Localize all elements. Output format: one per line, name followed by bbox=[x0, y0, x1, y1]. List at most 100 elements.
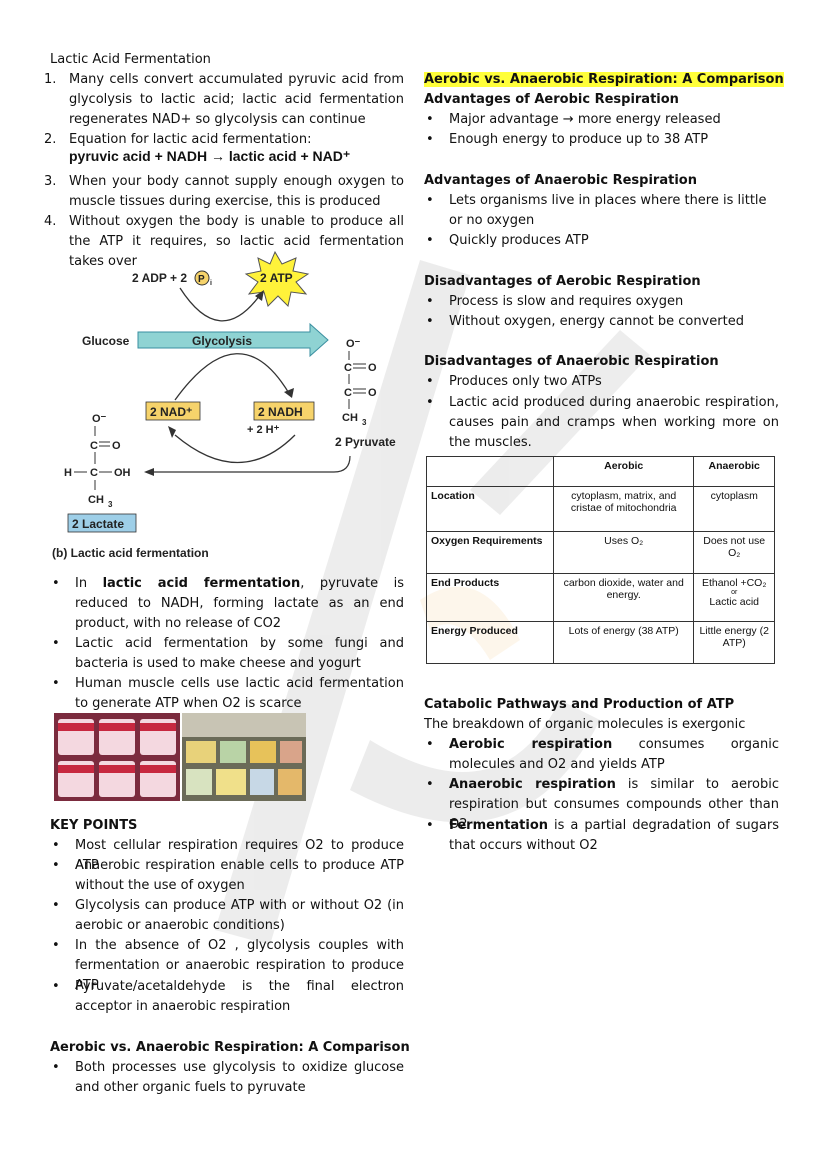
lactate-box bbox=[67, 513, 137, 533]
table-cell-label: Energy Produced bbox=[426, 621, 554, 664]
bullet-icon: • bbox=[52, 858, 60, 873]
lactate-o-minus: O⁻ bbox=[92, 413, 107, 425]
list-item: Lets organisms live in places where ther… bbox=[449, 193, 767, 228]
nadh-box bbox=[253, 401, 315, 421]
table-row: End Products carbon dioxide, water and e… bbox=[426, 573, 775, 622]
bullet-icon: • bbox=[426, 374, 434, 389]
table-cell: Lots of energy (38 ATP) bbox=[552, 621, 695, 664]
comparison-table: Aerobic Anaerobic Location cytoplasm, ma… bbox=[426, 456, 775, 664]
pyruvate-ch3: CH bbox=[342, 412, 358, 424]
bullet-icon: • bbox=[426, 818, 434, 833]
key-point: Glycolysis can produce ATP with or witho… bbox=[75, 898, 404, 933]
catabolic-title: Catabolic Pathways and Production of ATP bbox=[424, 697, 735, 712]
list-number: 2. bbox=[44, 132, 57, 147]
bullet-icon: • bbox=[426, 233, 434, 248]
end-product-lactic: Lactic acid bbox=[709, 596, 759, 608]
list-item: Without oxygen, energy cannot be convert… bbox=[449, 314, 744, 329]
bullet-icon: • bbox=[426, 294, 434, 309]
table-row: Location cytoplasm, matrix, and cristae … bbox=[426, 486, 775, 532]
table-cell-label: End Products bbox=[426, 573, 554, 622]
pi-subscript: i bbox=[210, 280, 212, 287]
table-header-aerobic: Aerobic bbox=[552, 456, 695, 487]
lactate-hydroxyl: OH bbox=[114, 467, 131, 479]
dis-anaerobic-title: Disadvantages of Anaerobic Respiration bbox=[424, 354, 719, 369]
key-point: In the absence of O2 , glycolysis couple… bbox=[75, 938, 404, 993]
end-product-or: or bbox=[731, 589, 738, 596]
table-header-empty bbox=[426, 456, 554, 487]
comparison-title-left: Aerobic vs. Anaerobic Respiration: A Com… bbox=[50, 1040, 410, 1055]
lactic-fermentation-diagram: 2 ATP 2 ADP + 2 P i Glucose Glycolysis O… bbox=[52, 250, 396, 560]
list-item: Fermentation is a partial degradation of… bbox=[449, 818, 779, 853]
glycolysis-arrow bbox=[137, 322, 329, 358]
bullet-icon: • bbox=[52, 576, 60, 591]
pyruvate-carbon-2: C bbox=[344, 387, 352, 399]
numbered-item: Many cells convert accumulated pyruvic a… bbox=[69, 72, 404, 127]
list-item: Enough energy to produce up to 38 ATP bbox=[449, 132, 709, 147]
lactic-fermentation-title: Lactic Acid Fermentation bbox=[50, 52, 211, 67]
bullet-icon: • bbox=[426, 737, 434, 752]
adp-label: 2 ADP + 2 bbox=[132, 271, 187, 285]
bullet-icon: • bbox=[426, 395, 434, 410]
table-row: Oxygen Requirements Uses O₂ Does not use… bbox=[426, 531, 775, 574]
bullet-icon: • bbox=[52, 636, 60, 651]
table-cell: Little energy (2 ATP) bbox=[693, 621, 775, 664]
bullet-icon: • bbox=[426, 193, 434, 208]
list-number: 3. bbox=[44, 174, 57, 189]
list-item: Quickly produces ATP bbox=[449, 233, 589, 248]
key-point: Pyruvate/acetaldehyde is the final elect… bbox=[75, 979, 404, 1014]
pyruvate-oxygen-1: O bbox=[368, 362, 377, 374]
end-product-ethanol: Ethanol +CO₂ bbox=[701, 577, 767, 589]
lactate-ch3: CH bbox=[88, 494, 104, 506]
bullet-icon: • bbox=[426, 777, 434, 792]
glucose-label: Glucose bbox=[82, 334, 130, 348]
dis-aerobic-title: Disadvantages of Aerobic Respiration bbox=[424, 274, 701, 289]
list-item: Major advantage → more energy released bbox=[449, 112, 721, 127]
nad-cycle-bottom bbox=[174, 434, 296, 463]
return-arrow bbox=[150, 455, 351, 473]
atp-label: 2 ATP bbox=[260, 271, 293, 285]
table-cell: Does not use O₂ bbox=[693, 531, 775, 574]
atp-star bbox=[244, 250, 310, 308]
nad-box bbox=[145, 401, 201, 421]
yogurt-cups-photo bbox=[54, 713, 180, 801]
key-point: Anaerobic respiration enable cells to pr… bbox=[75, 858, 404, 893]
bullet-icon: • bbox=[52, 898, 60, 913]
lactate-carbon-1: C bbox=[90, 440, 98, 452]
table-cell: Uses O₂ bbox=[552, 531, 695, 574]
pi-label: P bbox=[198, 274, 205, 285]
list-item: Human muscle cells use lactic acid ferme… bbox=[75, 676, 404, 711]
lactate-hydrogen: H bbox=[64, 467, 72, 479]
table-cell-label: Location bbox=[426, 486, 554, 532]
table-cell: cytoplasm bbox=[693, 486, 775, 532]
pyruvate-label: 2 Pyruvate bbox=[335, 435, 396, 449]
list-item: Produces only two ATPs bbox=[449, 374, 602, 389]
table-header-anaerobic: Anaerobic bbox=[693, 456, 775, 487]
nad-label: 2 NAD⁺ bbox=[150, 405, 192, 419]
key-point: Most cellular respiration requires O2 to… bbox=[75, 838, 404, 873]
catabolic-intro: The breakdown of organic molecules is ex… bbox=[424, 717, 746, 732]
glycolysis-label: Glycolysis bbox=[192, 334, 252, 348]
diagram-caption: (b) Lactic acid fermentation bbox=[52, 546, 209, 560]
nad-cycle-top bbox=[174, 353, 291, 401]
list-item: Process is slow and requires oxygen bbox=[449, 294, 684, 309]
table-cell: carbon dioxide, water and energy. bbox=[552, 573, 695, 622]
bullet-icon: • bbox=[52, 979, 60, 994]
lactate-carbon-2: C bbox=[90, 467, 98, 479]
bullet-icon: • bbox=[426, 112, 434, 127]
table-row: Energy Produced Lots of energy (38 ATP) … bbox=[426, 621, 775, 664]
table-cell: Ethanol +CO₂ or Lactic acid bbox=[693, 573, 775, 622]
lactate-label: 2 Lactate bbox=[72, 517, 124, 531]
list-item: Both processes use glycolysis to oxidize… bbox=[75, 1060, 404, 1095]
numbered-item: When your body cannot supply enough oxyg… bbox=[69, 174, 404, 209]
bullet-icon: • bbox=[426, 132, 434, 147]
key-points-title: KEY POINTS bbox=[50, 818, 138, 833]
numbered-item: Equation for lactic acid fermentation: bbox=[69, 132, 312, 147]
hydrogen-label: + 2 H⁺ bbox=[247, 424, 280, 436]
adv-anaerobic-title: Advantages of Anaerobic Respiration bbox=[424, 173, 697, 188]
list-number: 1. bbox=[44, 72, 57, 87]
comparison-title-right: Aerobic vs. Anaerobic Respiration: A Com… bbox=[424, 72, 784, 87]
pyruvate-oxygen-2: O bbox=[368, 387, 377, 399]
fermentation-equation: pyruvic acid + NADH → lactic acid + NAD⁺ bbox=[69, 148, 351, 164]
bullet-icon: • bbox=[426, 314, 434, 329]
list-item: In lactic acid fermentation, pyruvate is… bbox=[75, 576, 404, 631]
